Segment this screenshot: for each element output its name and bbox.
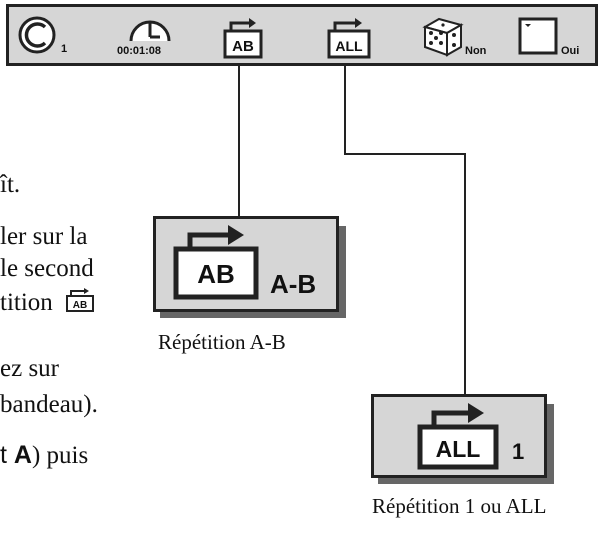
wire-all-vertical-top <box>344 66 346 154</box>
screen-indicator[interactable]: Oui <box>517 11 597 63</box>
all-repeat-icon: ALL <box>327 18 371 59</box>
body-text-line-2: ler sur la <box>0 223 88 250</box>
ab-repeat-icon: AB <box>223 18 263 59</box>
key-a-label: A <box>13 441 32 469</box>
svg-text:AB: AB <box>197 259 235 289</box>
ab-repeat-large-icon: AB <box>173 225 259 300</box>
body-text-line-3: le second <box>0 255 94 282</box>
all-mode-label: 1 <box>512 439 525 464</box>
body-text-line-5: ez sur <box>0 355 59 382</box>
elapsed-time: 00:01:08 <box>117 45 162 57</box>
status-bar: 1 00:01:08 AB ALL <box>6 4 598 66</box>
ab-mode-label: A-B <box>270 269 317 299</box>
clock-icon <box>129 20 171 42</box>
chapter-indicator[interactable]: 1 <box>17 11 77 63</box>
svg-text:ALL: ALL <box>335 38 363 54</box>
svg-text:AB: AB <box>232 38 254 55</box>
body-text-line-4: tition AB <box>0 286 95 320</box>
ab-repeat-callout: AB A-B <box>153 216 339 312</box>
wire-all-vertical-bottom <box>464 153 466 395</box>
inline-ab-repeat-icon: AB <box>66 288 95 312</box>
body-text-line-7: t A) puis <box>0 441 89 469</box>
ab-repeat-caption: Répétition A-B <box>158 330 286 354</box>
svg-text:AB: AB <box>73 300 87 311</box>
all-repeat-callout: ALL 1 <box>371 394 547 478</box>
all-repeat-large-icon: ALL <box>417 403 499 470</box>
screen-icon <box>518 17 558 55</box>
wire-all-horizontal <box>344 153 465 155</box>
chapter-count: 1 <box>61 43 68 55</box>
elapsed-time-indicator[interactable]: 00:01:08 <box>109 11 199 63</box>
ab-repeat-indicator[interactable]: AB <box>221 11 271 63</box>
shuffle-indicator[interactable]: Non <box>419 11 499 63</box>
svg-text:ALL: ALL <box>436 436 481 462</box>
screen-value: Oui <box>561 45 580 57</box>
shuffle-value: Non <box>465 45 487 57</box>
all-repeat-caption: Répétition 1 ou ALL <box>372 494 547 518</box>
body-text-line-1: ît. <box>0 171 21 198</box>
all-repeat-indicator[interactable]: ALL <box>325 11 379 63</box>
wire-ab-vertical <box>238 66 240 216</box>
chapter-icon <box>18 16 56 54</box>
body-text-line-6: bandeau). <box>0 391 98 418</box>
body-text-line-4-text: tition <box>0 289 53 316</box>
dice-icon <box>422 17 464 57</box>
